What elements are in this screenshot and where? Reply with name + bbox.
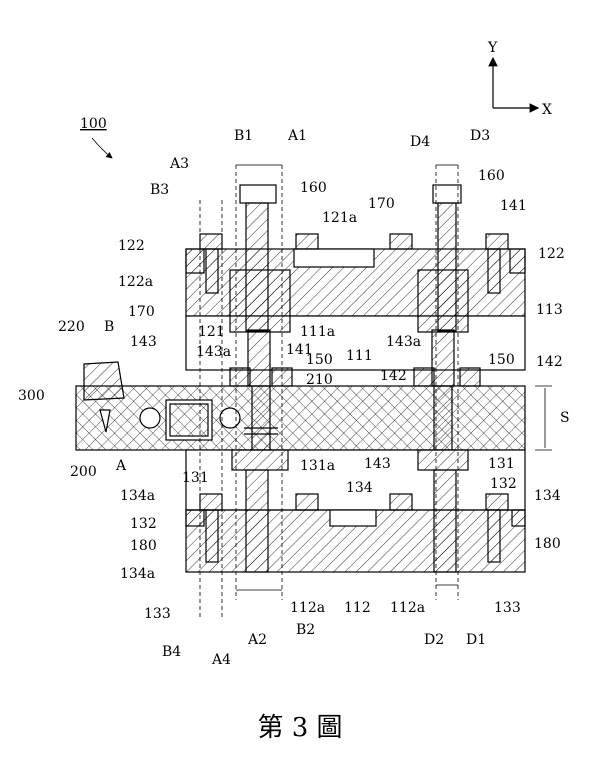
label-143a-1: 143a [196,344,231,360]
dimension-guides [199,164,552,620]
substrate-assembly [75,329,526,451]
label-121: 121 [198,324,225,340]
label-133b: 133 [494,600,521,616]
label-b2: B2 [296,622,315,638]
label-133a: 133 [144,606,171,622]
label-d1: D1 [466,632,486,648]
label-143a-2: 143a [386,334,421,350]
label-d4: D4 [410,134,430,150]
label-d2: D2 [424,632,444,648]
label-300: 300 [18,388,45,404]
label-112a-2: 112a [390,600,425,616]
assembly-ref-label: 100 [80,116,107,132]
upper-plate-assembly [185,184,526,371]
label-160a: 160 [300,180,327,196]
label-b1: B1 [234,128,253,144]
label-131a: 131 [182,470,209,486]
label-111a: 111a [300,324,335,340]
label-150a: 150 [306,352,333,368]
label-134b: 134 [534,488,561,504]
figure-caption: 第 3 圖 [257,713,342,743]
label-160b: 160 [478,168,505,184]
label-113: 113 [536,302,563,318]
label-a2: A2 [247,632,267,648]
label-122b: 122 [538,246,565,262]
label-142b: 142 [536,354,563,370]
label-s: S [560,410,570,426]
label-180a: 180 [130,538,157,554]
label-122a: 122 [118,238,145,254]
label-b: B [104,319,114,335]
label-111: 111 [346,348,373,364]
label-132a: 132 [130,516,157,532]
label-142a: 142 [380,368,407,384]
label-180b: 180 [534,536,561,552]
axis-y-label: Y [487,40,498,56]
label-134a-1: 134a [120,488,155,504]
label-141a: 141 [500,198,527,214]
axis-x-label: X [542,102,552,118]
axis-indicator: Y X [487,40,552,118]
label-170b: 170 [128,304,155,320]
label-112a-1: 112a [290,600,325,616]
label-d3: D3 [470,128,490,144]
label-143b: 143 [364,456,391,472]
label-a: A [115,458,127,474]
label-a1: A1 [287,128,307,144]
label-150b: 150 [488,352,515,368]
assembly-reference: 100 [80,116,113,159]
label-170a: 170 [368,196,395,212]
label-a3: A3 [169,156,189,172]
label-141b: 141 [286,342,313,358]
reference-labels: B1 A1 D4 D3 A3 B3 160 160 170 141 122 12… [18,128,570,668]
label-122a-2: 122a [118,274,153,290]
label-b3: B3 [150,182,169,198]
label-200: 200 [70,464,97,480]
label-143a: 143 [130,334,157,350]
label-134a-2: 134a [120,566,155,582]
lower-plate-assembly [185,449,526,573]
label-220: 220 [58,319,85,335]
label-134a: 134 [346,480,373,496]
label-a4: A4 [211,652,231,668]
label-131b: 131 [488,456,515,472]
label-210: 210 [306,372,333,388]
label-112: 112 [344,600,371,616]
label-121a: 121a [322,210,357,226]
label-b4: B4 [162,644,181,660]
label-131a-2: 131a [300,458,335,474]
label-132b: 132 [490,476,517,492]
